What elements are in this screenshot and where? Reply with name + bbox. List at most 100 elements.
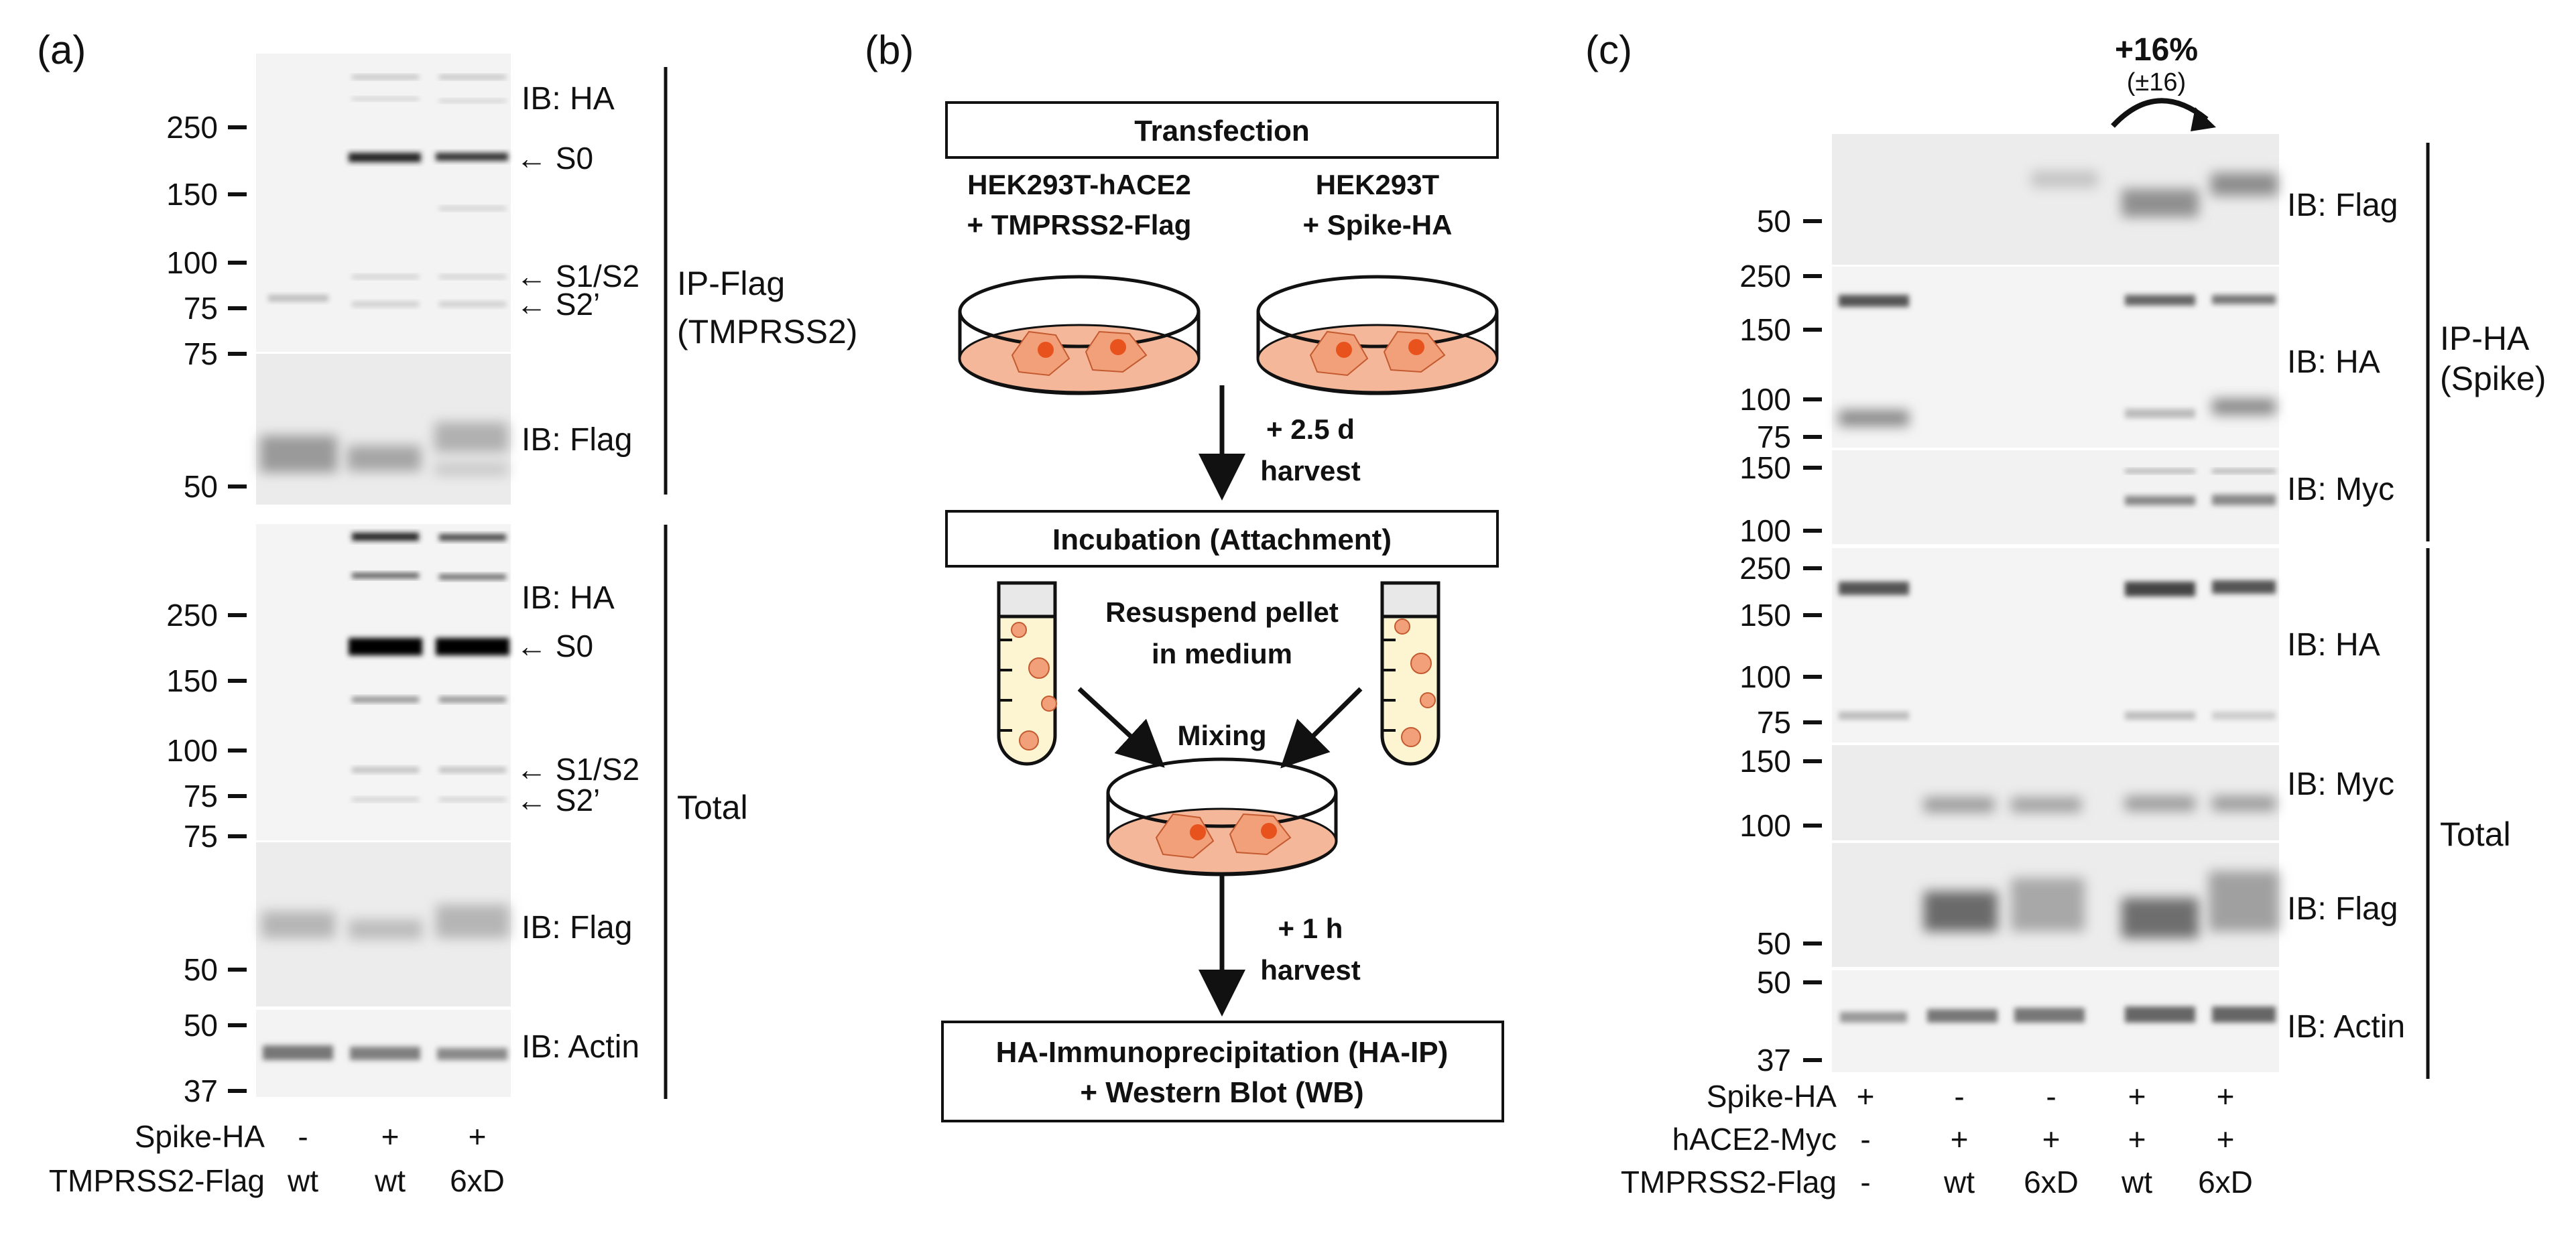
- tube-2-icon: [1380, 581, 1440, 766]
- mw-c-tot-myc-150: 150: [1739, 744, 1791, 779]
- petri-dish-1-icon: [958, 275, 1201, 395]
- mw-a-tot-75: 75: [184, 779, 218, 813]
- step-2-action: harvest: [1260, 954, 1360, 986]
- step-box-transfection: [945, 101, 1499, 159]
- group-c-ip-line1: IP-HA: [2440, 320, 2530, 357]
- cond-c-spike-5: +: [2217, 1079, 2235, 1114]
- blot-a-ip-flag: [256, 354, 511, 505]
- step-1-time: + 2.5 d: [1266, 413, 1355, 445]
- group-a-ip-line1: IP-Flag: [677, 265, 785, 302]
- cell-line-1-plasmid: + TMPRSS2-Flag: [967, 209, 1192, 241]
- resuspend-line2: in medium: [1152, 638, 1292, 669]
- mw-markers-c: [1803, 219, 1822, 1062]
- tube-1-icon: [997, 581, 1057, 766]
- cond-a-tmprss2-1: wt: [287, 1163, 318, 1198]
- cond-c-tmprss2-4: wt: [2121, 1165, 2152, 1199]
- blot-c-ip-flag: [1832, 134, 2279, 265]
- step-transfection: Transfection: [1134, 115, 1310, 147]
- mw-c-actin-37: 37: [1757, 1043, 1791, 1078]
- step-box-incubation: [945, 510, 1499, 568]
- mw-c-ha-250: 250: [1739, 259, 1791, 294]
- blot-a-actin: [256, 1010, 511, 1097]
- mix-arrow-right: [1280, 687, 1363, 769]
- panel-c: +16% (±16): [1621, 32, 2546, 1199]
- blot-c-actin: [1832, 970, 2279, 1072]
- group-a-total: Total: [677, 789, 748, 826]
- ib-c-myc-total: IB: Myc: [2287, 767, 2394, 802]
- mw-a-250: 250: [166, 110, 218, 145]
- mw-a-tot-250: 250: [166, 598, 218, 633]
- cond-a-tmprss2-3: 6xD: [450, 1163, 505, 1198]
- band-label-s2prime-total: ← S2’: [516, 783, 600, 818]
- mw-c-ha-75: 75: [1757, 419, 1791, 454]
- panel-a: 250 150 100 75 75 50 250 150 100 75 75 5…: [49, 54, 857, 1198]
- change-percent: +16%: [2115, 32, 2198, 68]
- ib-a-flag-total: IB: Flag: [522, 910, 632, 946]
- resuspend-line1: Resuspend pellet: [1105, 596, 1339, 628]
- mw-a-actin-37: 37: [184, 1073, 218, 1108]
- blot-c-total-ha: [1832, 548, 2279, 742]
- mw-c-tot-ha-250: 250: [1739, 551, 1791, 586]
- mw-a-totf-75: 75: [184, 819, 218, 854]
- mw-c-tot-ha-100: 100: [1739, 659, 1791, 694]
- mw-c-myc-100: 100: [1739, 513, 1791, 548]
- blot-a-total-spike: [256, 524, 511, 840]
- mw-c-ha-100: 100: [1739, 382, 1791, 417]
- mix-arrow-left: [1077, 687, 1165, 768]
- mw-c-ha-150: 150: [1739, 312, 1791, 347]
- blot-c-total-myc: [1832, 745, 2279, 840]
- mw-c-actin-50: 50: [1757, 965, 1791, 1000]
- final-step-line1: HA-Immunoprecipitation (HA-IP): [996, 1036, 1449, 1069]
- cond-c-spike-3: -: [2046, 1079, 2056, 1114]
- mw-c-flag-50: 50: [1757, 204, 1791, 239]
- mw-c-tot-ha-150: 150: [1739, 598, 1791, 633]
- band-label-s0: ← S0: [516, 141, 593, 176]
- cond-a-tmprss2-2: wt: [374, 1163, 406, 1198]
- panel-label-c: (c): [1585, 27, 1632, 72]
- cond-c-tmprss2-5: 6xD: [2198, 1165, 2253, 1199]
- band-label-s2prime: ← S2’: [516, 287, 600, 322]
- ib-a-ha-total: IB: HA: [522, 580, 615, 616]
- final-step-line2: + Western Blot (WB): [1080, 1076, 1363, 1109]
- petri-dish-3-icon: [1106, 757, 1338, 876]
- cond-a-spike-3: +: [469, 1119, 487, 1154]
- step-box-final: [941, 1021, 1504, 1122]
- ib-c-ha-total: IB: HA: [2287, 627, 2380, 663]
- cond-c-spike-1: +: [1857, 1079, 1875, 1114]
- mw-c-myc-150: 150: [1739, 450, 1791, 485]
- step-incubation: Incubation (Attachment): [1052, 523, 1392, 556]
- ib-a-ha-ip: IB: HA: [522, 81, 615, 117]
- mw-a-totf-50: 50: [184, 952, 218, 987]
- mw-c-tot-flag-50: 50: [1757, 926, 1791, 961]
- mw-a-tot-150: 150: [166, 663, 218, 698]
- blot-c-ip-myc: [1832, 450, 2279, 544]
- blot-a-total-flag: [256, 842, 511, 1006]
- cond-a-spike-1: -: [298, 1119, 308, 1154]
- change-percent-sd: (±16): [2127, 68, 2186, 96]
- ib-a-flag-ip: IB: Flag: [522, 422, 632, 458]
- band-label-s1s2: ← S1/S2: [516, 259, 639, 294]
- mw-c-tot-ha-75: 75: [1757, 705, 1791, 740]
- group-a-ip-line2: (TMPRSS2): [677, 313, 857, 350]
- panel-b: Transfection HEK293T-hACE2 + TMPRSS2-Fla…: [941, 101, 1504, 1122]
- mw-a-100: 100: [166, 245, 218, 280]
- mw-a-150: 150: [166, 177, 218, 212]
- row-a-tmprss2-label: TMPRSS2-Flag: [49, 1163, 265, 1198]
- mixing-label: Mixing: [1178, 720, 1267, 751]
- row-c-spike-label: Spike-HA: [1707, 1079, 1837, 1114]
- band-label-s0-total: ← S0: [516, 629, 593, 663]
- mw-a-flag-75: 75: [184, 336, 218, 371]
- panel-label-a: (a): [37, 27, 86, 72]
- blot-a-ip-spike: [256, 54, 511, 352]
- row-a-spike-label: Spike-HA: [135, 1119, 265, 1154]
- ib-c-flag-total: IB: Flag: [2287, 891, 2398, 927]
- mw-markers-a: [228, 125, 247, 1093]
- mw-a-flag-50: 50: [184, 469, 218, 504]
- cond-c-hace2-5: +: [2217, 1122, 2235, 1157]
- cond-c-hace2-2: +: [1951, 1122, 1969, 1157]
- cond-c-tmprss2-3: 6xD: [2024, 1165, 2079, 1199]
- mw-a-75: 75: [184, 291, 218, 326]
- mw-a-actin-50: 50: [184, 1008, 218, 1043]
- panel-label-b: (b): [865, 27, 914, 72]
